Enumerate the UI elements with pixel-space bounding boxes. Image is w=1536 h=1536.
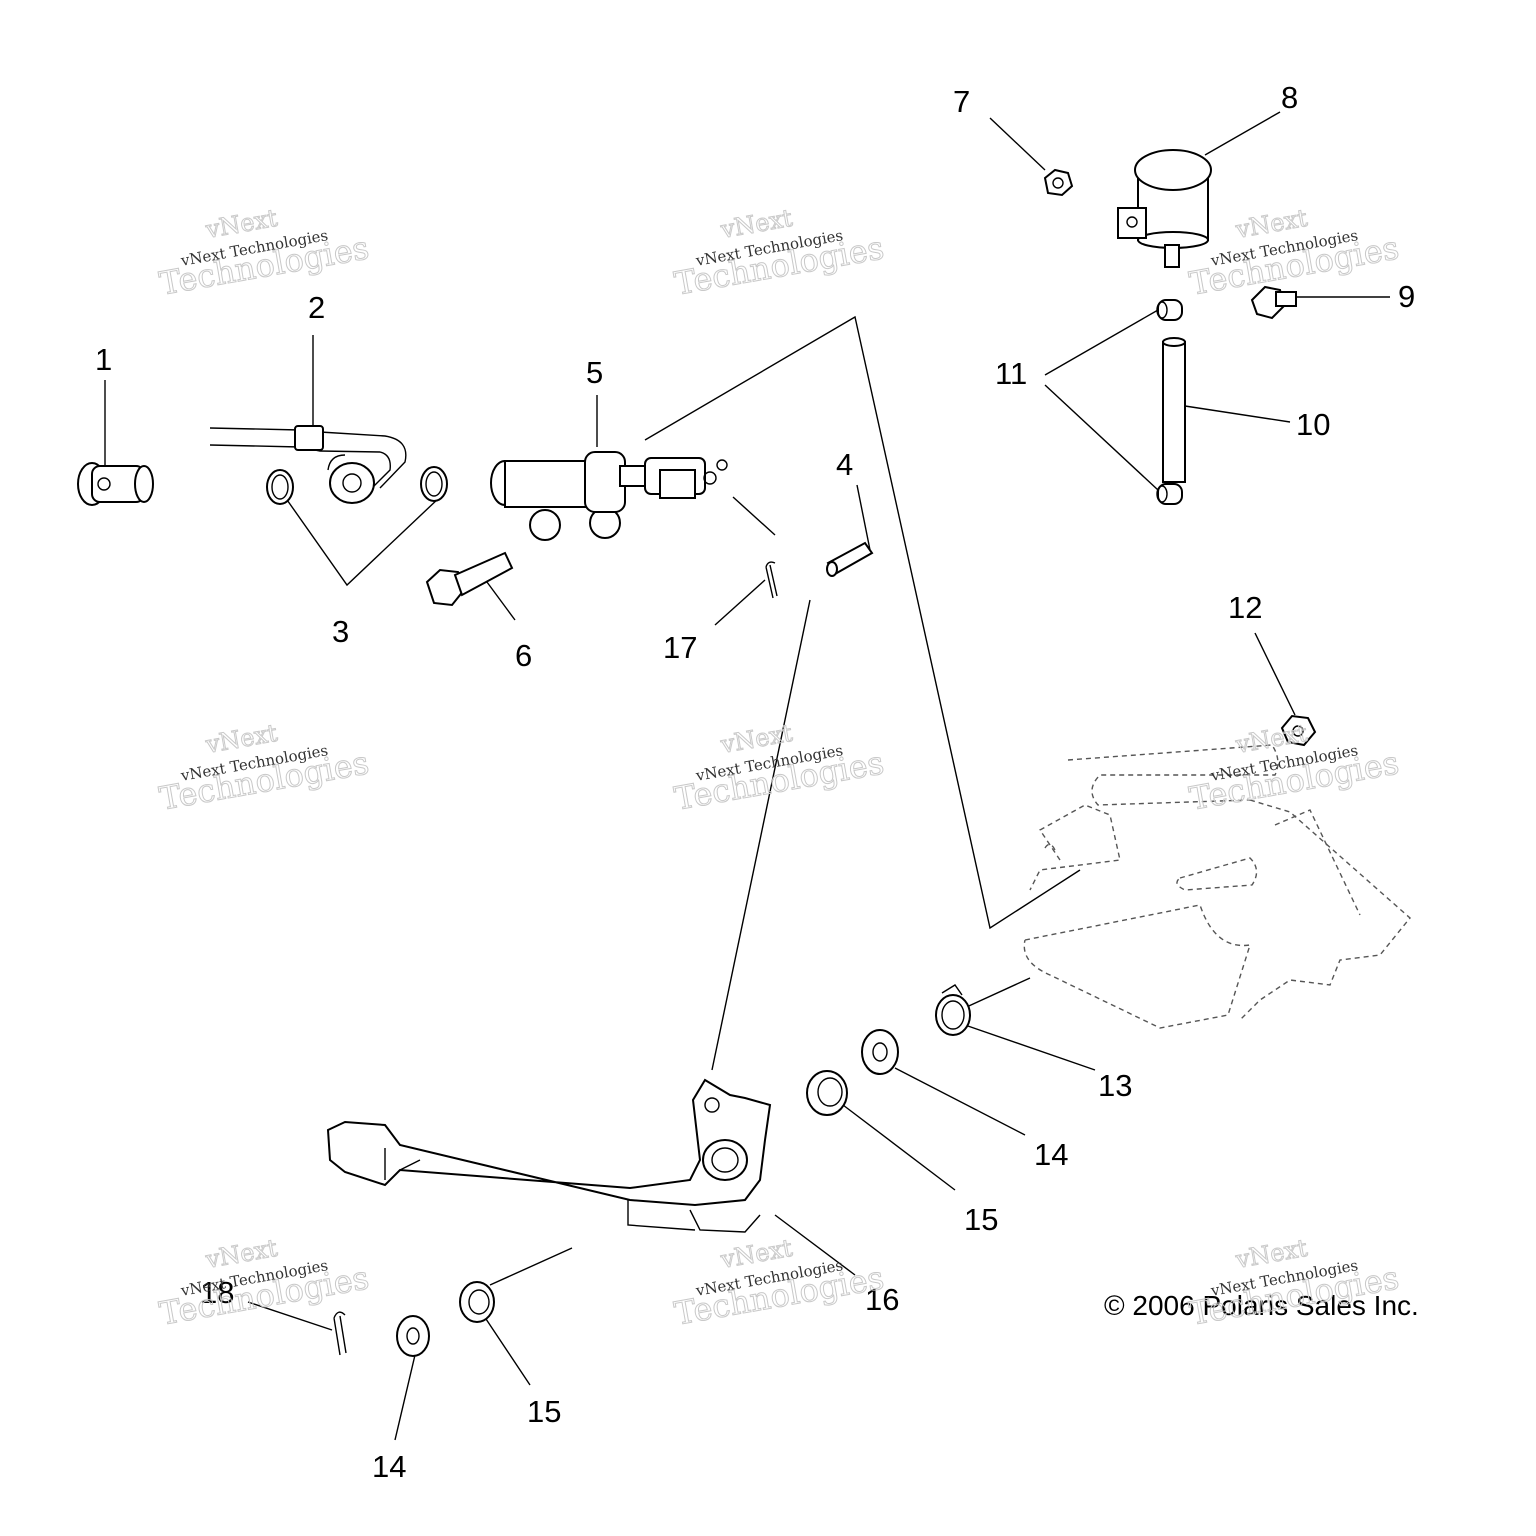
watermark-1: vNext vNext Technologies Technologies xyxy=(156,203,372,303)
watermark-4: vNext vNext Technologies Technologies xyxy=(156,718,372,818)
callout-2: 2 xyxy=(308,290,325,325)
mounting-bolt xyxy=(1250,285,1297,320)
banjo-bolt xyxy=(77,462,154,506)
callout-18: 18 xyxy=(200,1275,234,1310)
hex-nut xyxy=(1043,168,1074,197)
callout-14-right: 14 xyxy=(1034,1137,1068,1172)
watermark-5: vNext vNext Technologies Technologies xyxy=(671,718,887,818)
callout-12: 12 xyxy=(1228,590,1262,625)
frame-nut xyxy=(1280,714,1317,747)
crush-washer-left xyxy=(266,469,294,505)
callout-6: 6 xyxy=(515,638,532,673)
watermark-2: vNext vNext Technologies Technologies xyxy=(671,203,887,303)
master-cylinder xyxy=(490,451,728,541)
watermark-3: vNext vNext Technologies Technologies xyxy=(1186,203,1402,303)
callout-11: 11 xyxy=(995,356,1027,391)
callout-15-right: 15 xyxy=(964,1202,998,1237)
callout-4: 4 xyxy=(836,447,853,482)
watermark-8: vNext vNext Technologies Technologies xyxy=(671,1233,887,1333)
callout-3: 3 xyxy=(332,614,349,649)
copyright-notice: © 2006 Polaris Sales Inc. xyxy=(1104,1290,1419,1321)
spring-clip xyxy=(935,984,971,1036)
callout-15-left: 15 xyxy=(527,1394,561,1429)
callout-8: 8 xyxy=(1281,80,1298,115)
pivot-bushing-left xyxy=(459,1281,495,1323)
leader-lines xyxy=(104,111,1390,1441)
callout-14-left: 14 xyxy=(372,1449,406,1484)
callout-17: 17 xyxy=(663,630,697,665)
callout-10: 10 xyxy=(1296,407,1330,442)
callout-13: 13 xyxy=(1098,1068,1132,1103)
flat-washer-right xyxy=(861,1029,899,1075)
flat-washer-left xyxy=(396,1315,430,1357)
cotter-pin-lower xyxy=(333,1311,347,1356)
fluid-reservoir xyxy=(1117,149,1212,268)
callout-9: 9 xyxy=(1398,279,1415,314)
brake-pedal xyxy=(326,1078,772,1233)
clevis-pin xyxy=(826,541,874,577)
callout-numbers: 1 2 3 4 5 6 7 8 9 10 11 12 13 14 14 15 1… xyxy=(95,80,1415,1484)
watermark-6: vNext vNext Technologies Technologies xyxy=(1186,718,1402,818)
reservoir-hose xyxy=(1162,337,1186,483)
callout-1: 1 xyxy=(95,342,112,377)
watermark-7: vNext vNext Technologies Technologies xyxy=(156,1233,372,1333)
cotter-pin-upper xyxy=(765,561,778,599)
pivot-bushing-right xyxy=(806,1070,848,1116)
brake-line xyxy=(209,425,407,504)
hex-bolt xyxy=(425,551,514,607)
callout-7: 7 xyxy=(953,84,970,119)
hose-clamp-upper xyxy=(1156,299,1183,321)
callout-16: 16 xyxy=(865,1282,899,1317)
frame-bracket xyxy=(1023,744,1411,1029)
hose-clamp-lower xyxy=(1156,483,1183,505)
crush-washer-right xyxy=(420,466,448,502)
callout-5: 5 xyxy=(586,355,603,390)
